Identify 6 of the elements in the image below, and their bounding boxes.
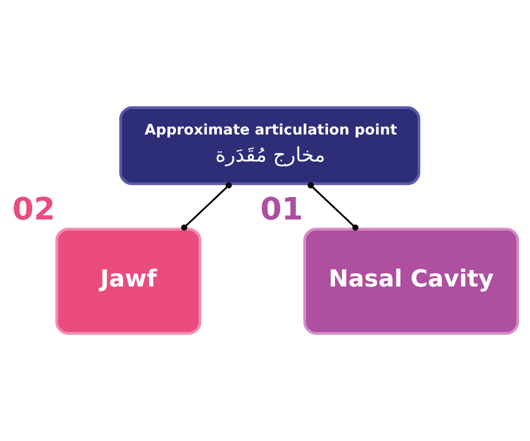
node-box: Jawf bbox=[55, 228, 202, 335]
node-label: 01 bbox=[260, 191, 304, 228]
node-box: Nasal Cavity bbox=[303, 228, 520, 335]
node-label: 02 bbox=[12, 191, 56, 228]
connector bbox=[308, 182, 358, 231]
connector bbox=[181, 182, 232, 231]
